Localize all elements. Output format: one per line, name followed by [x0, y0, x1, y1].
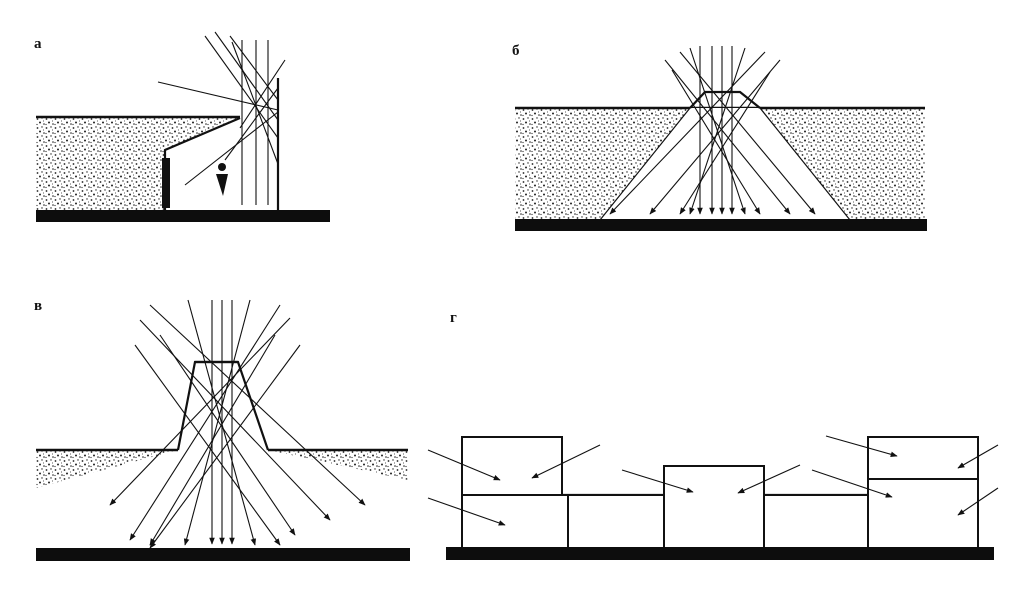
light-rays-a — [157, 31, 286, 205]
panel-v: в — [34, 298, 410, 561]
building-block-left-mid — [567, 494, 665, 550]
light-rays-v — [109, 299, 366, 549]
soil-mass-a — [36, 118, 238, 212]
panel-label-g: г — [450, 310, 457, 326]
building-block-right-lower — [867, 478, 979, 550]
building-block-left-lower — [461, 494, 569, 550]
building-block-left-upper — [461, 436, 563, 496]
panel-label-a: а — [34, 36, 42, 52]
building-block-right-mid — [763, 494, 869, 550]
panel-a: а — [34, 31, 330, 222]
ground-b — [515, 219, 927, 231]
person-figure-icon — [216, 163, 228, 196]
soil-mass-v-left — [36, 450, 178, 488]
building-block-middle — [663, 465, 765, 550]
panel-g: г — [427, 310, 999, 560]
panel-label-b: б — [512, 43, 520, 59]
ground-g — [446, 547, 994, 560]
panel-b: б — [512, 43, 927, 231]
light-rays-b — [609, 46, 816, 215]
window-frame-a — [162, 158, 170, 208]
light-rays-g — [427, 435, 999, 526]
building-block-right-upper — [867, 436, 979, 480]
panel-label-v: в — [34, 298, 42, 314]
ground-v — [36, 548, 410, 561]
ground-a — [36, 210, 330, 222]
soil-mass-v-right — [268, 450, 408, 480]
